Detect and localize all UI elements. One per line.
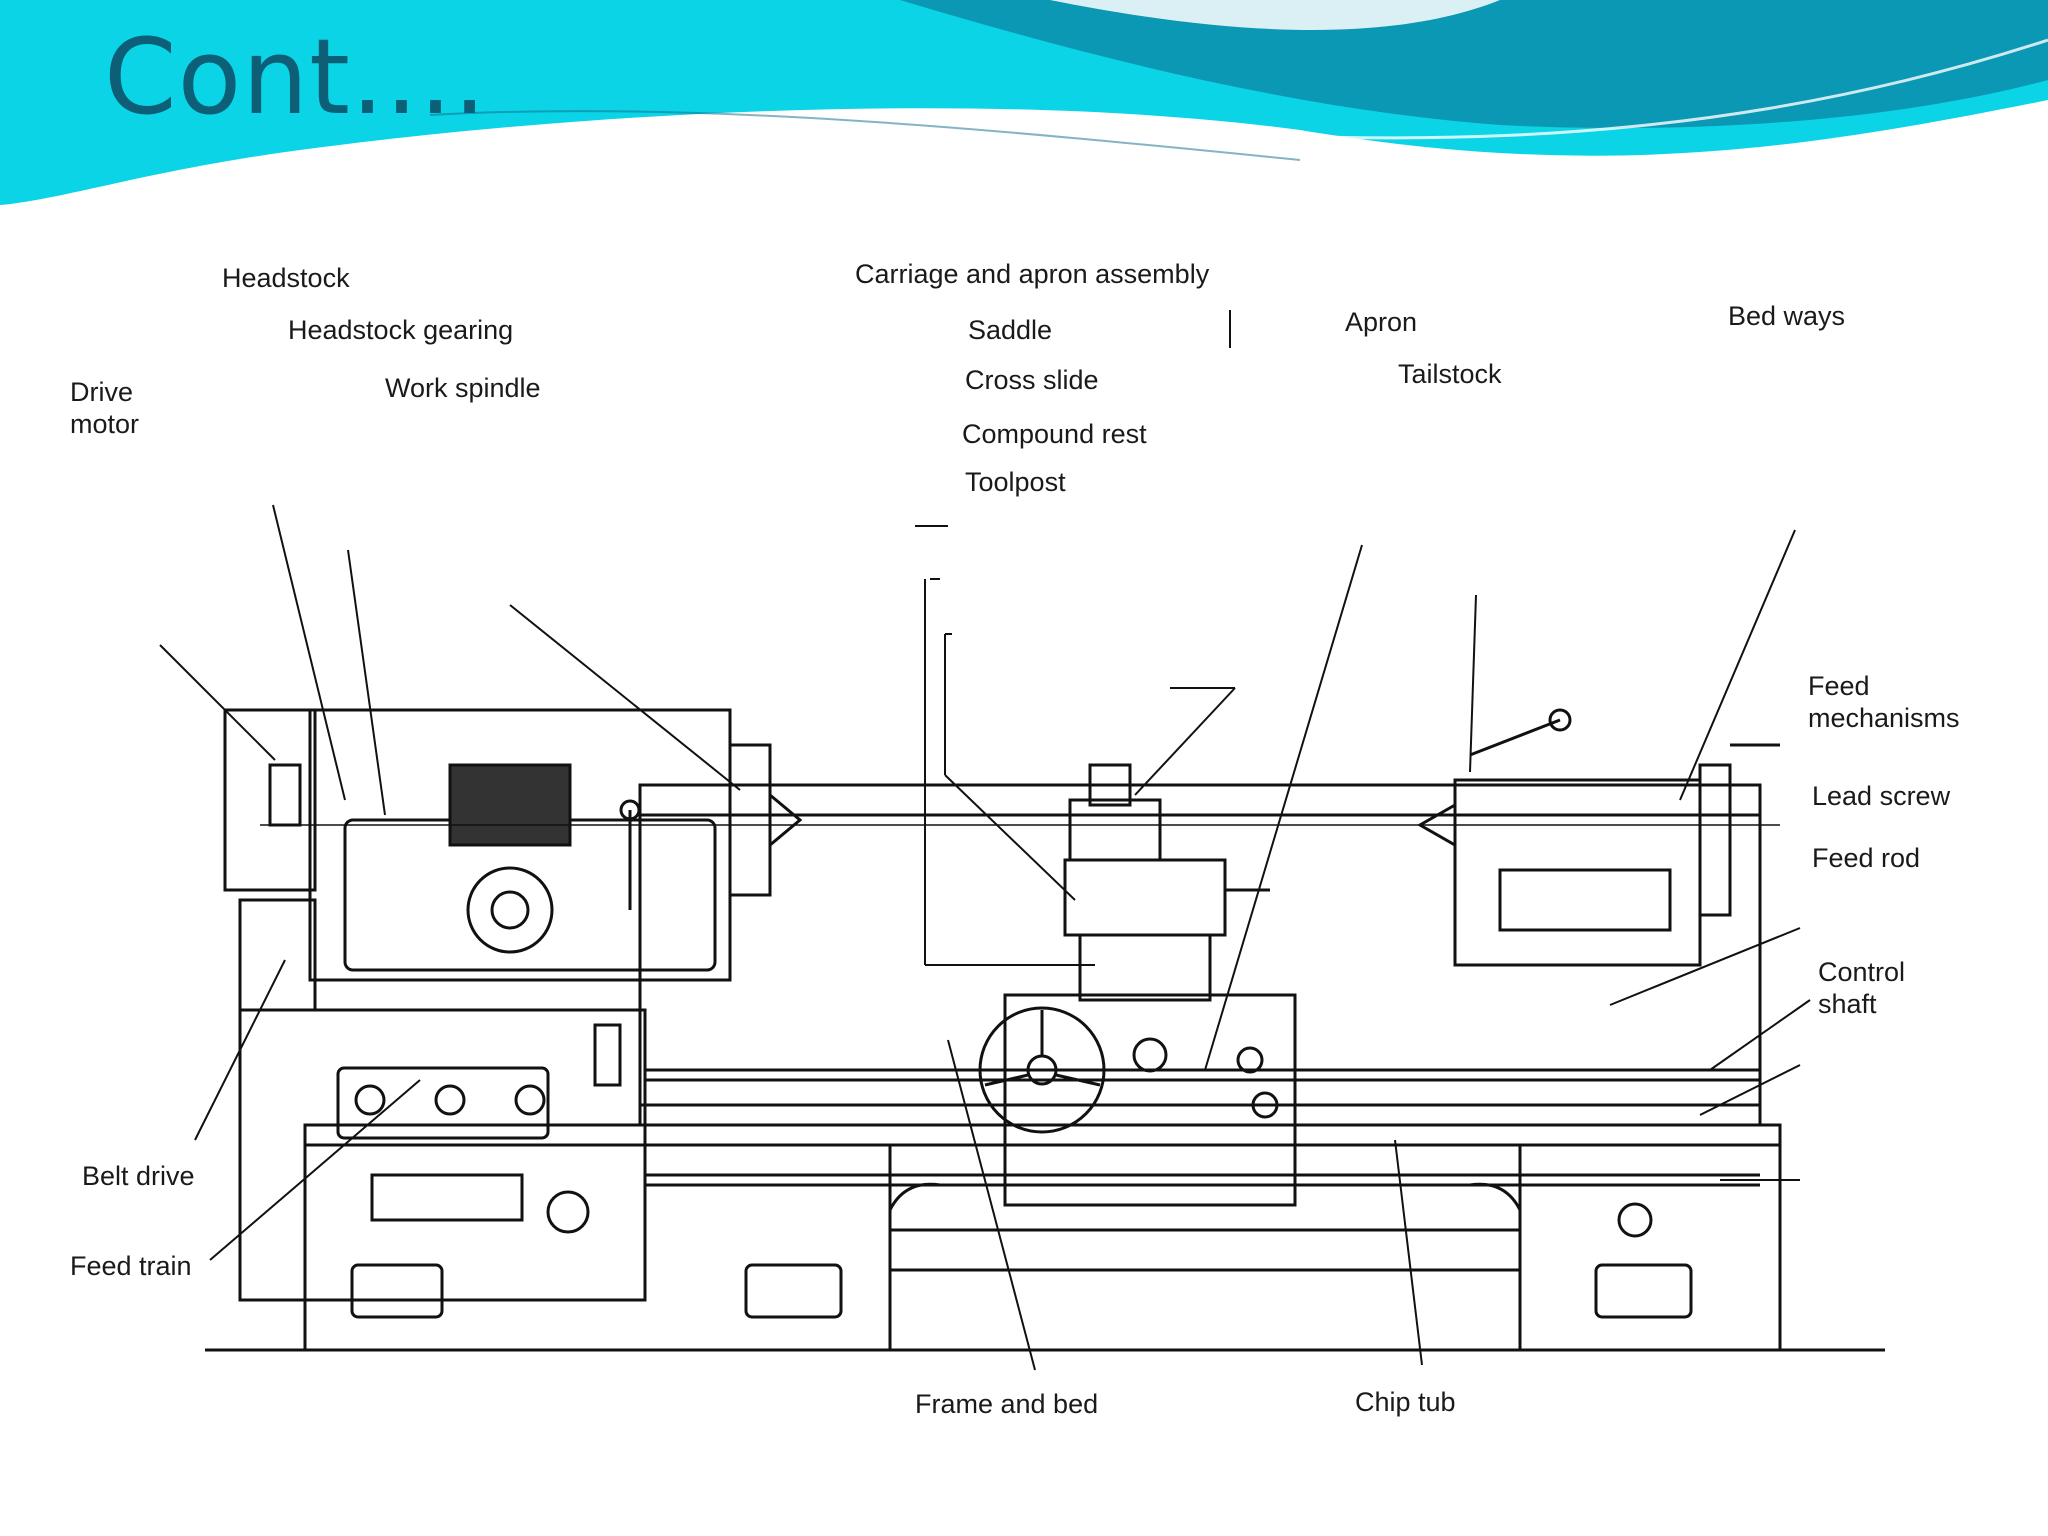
carriage-handwheel xyxy=(978,1006,1106,1134)
label-bed-ways: Bed ways xyxy=(1728,301,1846,331)
label-headstock-gearing: Headstock gearing xyxy=(288,315,514,345)
slide-header-band xyxy=(0,0,2048,207)
header-wave-dark xyxy=(900,0,2048,128)
label-chip-tub: Chip tub xyxy=(1355,1387,1456,1417)
toolpost-block xyxy=(1088,763,1132,807)
label-feed-train: Feed train xyxy=(70,1251,192,1281)
cross-slide-block xyxy=(1063,858,1227,937)
saddle-block xyxy=(1078,933,1212,1002)
label-apron: Apron xyxy=(1345,307,1418,337)
label-cross-slide: Cross slide xyxy=(965,365,1099,395)
header-streak xyxy=(39,38,2048,207)
leader-lines xyxy=(159,310,1811,1371)
label-lead-screw: Lead screw xyxy=(1812,781,1951,811)
lathe-drawing xyxy=(159,310,1885,1371)
slide-title: Cont.... xyxy=(104,16,488,138)
label-headstock: Headstock xyxy=(222,263,350,293)
tailstock-handwheel xyxy=(1698,763,1732,917)
label-control-shaft: Control shaft xyxy=(1818,957,1906,1020)
label-belt-drive: Belt drive xyxy=(82,1161,195,1191)
label-tailstock: Tailstock xyxy=(1398,359,1502,389)
apron-body xyxy=(1003,993,1297,1207)
header-streak-2 xyxy=(429,110,1301,161)
header-wave-white xyxy=(1050,0,1500,30)
lathe-base xyxy=(303,1123,1782,1352)
label-carriage-apron-assembly: Carriage and apron assembly xyxy=(855,259,1210,289)
compound-rest-block xyxy=(1068,798,1162,862)
spindle-nose xyxy=(728,743,772,897)
lathe-bed xyxy=(638,783,1762,1127)
base-port xyxy=(546,1190,590,1234)
label-compound-rest: Compound rest xyxy=(962,419,1147,449)
label-feed-rod: Feed rod xyxy=(1812,843,1921,873)
label-feed-mechanisms: Feed mechanisms xyxy=(1808,671,1960,734)
label-work-spindle: Work spindle xyxy=(385,373,541,403)
lathe-diagram: Headstock Headstock gearing Drive motor … xyxy=(0,200,2048,1500)
label-frame-and-bed: Frame and bed xyxy=(915,1389,1099,1419)
label-saddle: Saddle xyxy=(968,315,1053,345)
label-drive-motor: Drive motor xyxy=(70,377,140,440)
label-toolpost: Toolpost xyxy=(965,467,1066,497)
tailstock-body xyxy=(1453,778,1702,967)
gearbox xyxy=(238,1008,647,1302)
drive-motor-housing xyxy=(223,708,317,892)
